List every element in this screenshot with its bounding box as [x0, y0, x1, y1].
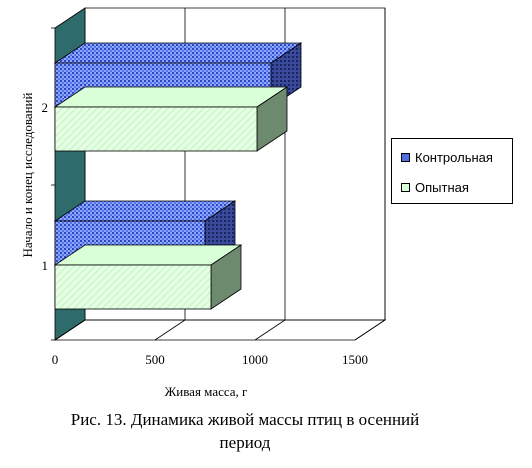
x-axis-label: Живая масса, г — [165, 384, 248, 399]
x-tick-label: 1000 — [242, 352, 268, 367]
legend-label-experimental: Опытная — [415, 180, 469, 195]
bar-chart: 0 500 1000 1500 1 2 Начало и конец исследован… — [20, 7, 387, 399]
plot-area: 0 500 1000 1500 1 2 — [42, 7, 387, 367]
x-tick-label: 500 — [145, 352, 165, 367]
bar-experimental-1-top — [53, 244, 243, 266]
y-tick-label: 1 — [42, 258, 49, 273]
x-tick-label: 0 — [52, 352, 59, 367]
legend-swatch-control — [401, 153, 410, 162]
y-axis-label: Начало и конец исследований — [20, 93, 35, 258]
floor-gridline — [154, 319, 186, 341]
legend-label-control: Контрольная — [415, 150, 493, 165]
legend-item-experimental: Опытная — [401, 180, 469, 195]
y-tick-label: 2 — [42, 100, 49, 115]
figure-caption: Рис. 13. Динамика живой массы птиц в осе… — [0, 408, 490, 454]
legend: Контрольная Опытная — [391, 138, 513, 204]
caption-line-2: период — [219, 433, 271, 452]
floor-gridline — [54, 319, 86, 341]
x-tick-label: 1500 — [342, 352, 368, 367]
bar-control-1-top — [53, 200, 237, 222]
floor-gridline — [254, 319, 286, 341]
bar-experimental-1 — [54, 264, 212, 310]
floor-gridline — [354, 319, 386, 341]
bar-experimental-2-top — [53, 86, 289, 108]
legend-swatch-experimental — [401, 183, 410, 192]
legend-item-control: Контрольная — [401, 150, 493, 165]
caption-line-1: Рис. 13. Динамика живой массы птиц в осе… — [70, 410, 420, 429]
floor — [53, 319, 387, 341]
bar-control-2-top — [53, 42, 303, 64]
bar-experimental-2 — [54, 106, 258, 152]
